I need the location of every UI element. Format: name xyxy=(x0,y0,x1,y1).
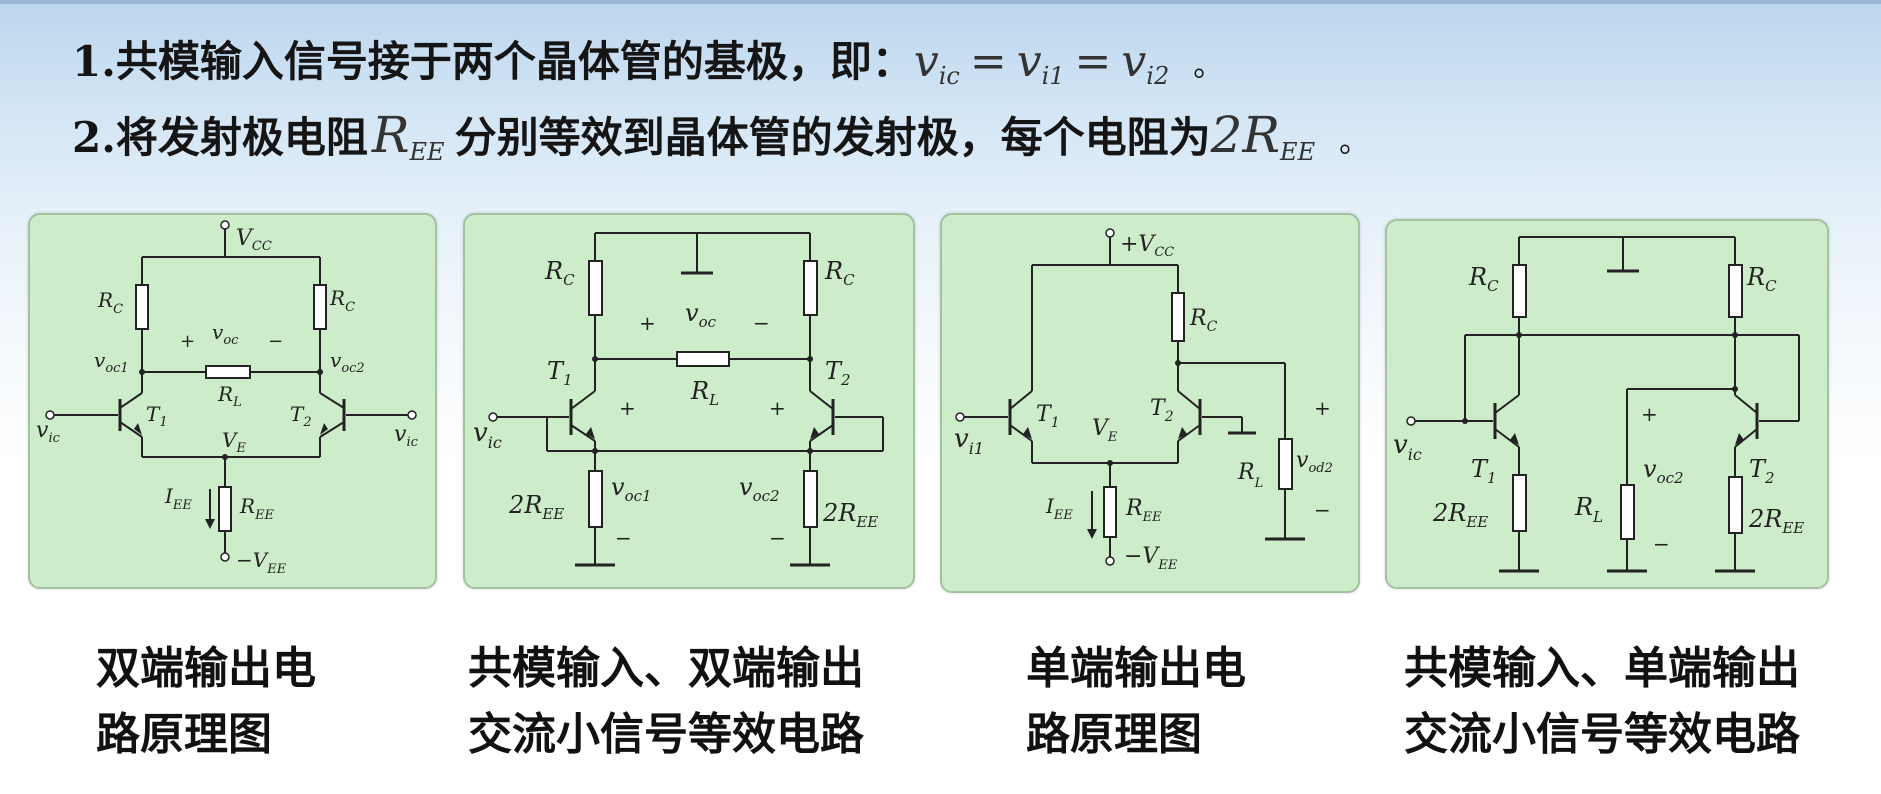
label-2ree-right: 2REE xyxy=(822,499,878,531)
label-plus-right: + xyxy=(769,396,786,420)
label-rl: RL xyxy=(1574,493,1603,526)
caption-1-line-1: 双端输出电 xyxy=(96,643,316,694)
formula-2ree: 2REE xyxy=(1210,106,1316,166)
caption-2-line-1: 共模输入、双端输出 xyxy=(468,643,864,694)
label-vic-left: vic xyxy=(36,418,61,446)
label-ree: REE xyxy=(1125,496,1162,525)
circuit-diagram-1: VCC RC RC + voc − voc1 voc2 RL vic T1 T2… xyxy=(36,220,419,577)
label-t1: T1 xyxy=(547,357,573,389)
label-iee: IEE xyxy=(1045,494,1073,523)
caption-1-line-2: 路原理图 xyxy=(96,709,272,760)
circuit-panel-4: RC RC + vic T1 voc2 T2 2REE RL 2REE − xyxy=(1385,219,1829,589)
label-rc: RC xyxy=(1189,306,1218,335)
caption-3-line-2: 路原理图 xyxy=(1026,709,1202,760)
caption-2: 共模输入、双端输出 交流小信号等效电路 xyxy=(468,636,864,768)
caption-4-line-2: 交流小信号等效电路 xyxy=(1404,709,1800,760)
caption-4: 共模输入、单端输出 交流小信号等效电路 xyxy=(1404,636,1800,768)
line1-text: 1.共模输入信号接于两个晶体管的基极，即： xyxy=(72,37,914,86)
caption-3: 单端输出电 路原理图 xyxy=(1026,636,1246,768)
label-ve: VE xyxy=(1092,416,1118,445)
label-vic: vic xyxy=(1393,430,1422,464)
label-rc-left: RC xyxy=(97,288,123,317)
label-minus-right: − xyxy=(769,526,786,550)
label-2ree-left: 2REE xyxy=(1432,499,1488,531)
circuit-panel-1: VCC RC RC + voc − voc1 voc2 RL vic T1 T2… xyxy=(28,213,437,589)
label-voc1: voc1 xyxy=(611,473,652,505)
line2-text-b: 分别等效到晶体管的发射极，每个电阻为 xyxy=(454,113,1211,162)
label-rl: RL xyxy=(217,382,242,410)
label-voc2: voc2 xyxy=(739,473,780,505)
label-minus-top: − xyxy=(753,311,770,335)
label-plus-left: + xyxy=(619,396,636,420)
circuit-diagram-3: +VCC RC vi1 T1 VE T2 + vod2 RL IEE REE −… xyxy=(954,228,1333,573)
caption-3-line-1: 单端输出电 xyxy=(1026,643,1246,694)
label-rl: RL xyxy=(690,377,719,409)
label-rl: RL xyxy=(1237,460,1263,491)
label-minus-left: − xyxy=(615,526,632,550)
label-vod2: vod2 xyxy=(1296,448,1333,476)
label-minus: − xyxy=(1653,532,1670,556)
top-border-line xyxy=(0,0,1881,4)
line1-period: 。 xyxy=(1193,49,1224,84)
label-t1: T1 xyxy=(1471,455,1497,487)
label-ree: REE xyxy=(239,494,275,523)
circuit-diagram-4: RC RC + vic T1 voc2 T2 2REE RL 2REE − xyxy=(1393,236,1804,573)
circuit-panel-2: RC RC + voc − T1 T2 RL + + vic voc1 voc2… xyxy=(463,213,915,589)
circuit-diagram-2: RC RC + voc − T1 T2 RL + + vic voc1 voc2… xyxy=(473,232,884,567)
label-voc1: voc1 xyxy=(94,348,129,376)
label-plus: + xyxy=(1641,402,1658,426)
label-t2: T2 xyxy=(1150,396,1174,425)
formula-ree: REE xyxy=(371,106,445,166)
label-voc2: voc2 xyxy=(1643,455,1684,487)
label-rc-right: RC xyxy=(329,286,355,315)
label-vee: −VEE xyxy=(236,548,287,577)
label-t2: T2 xyxy=(825,357,851,389)
label-vic-right: vic xyxy=(394,422,419,450)
label-t2: T2 xyxy=(290,402,312,430)
label-rc-left: RC xyxy=(544,257,575,289)
formula-vic: vic=vi1=vi2 xyxy=(913,36,1170,90)
label-rc-right: RC xyxy=(824,257,855,289)
label-2ree-left: 2REE xyxy=(508,491,564,523)
label-vcc: +VCC xyxy=(1120,232,1174,260)
caption-4-line-1: 共模输入、单端输出 xyxy=(1404,643,1800,694)
label-voc: voc xyxy=(685,299,717,331)
label-rc-right: RC xyxy=(1746,263,1777,295)
label-plus: + xyxy=(1314,396,1331,420)
label-t2: T2 xyxy=(1749,455,1775,487)
label-voc2: voc2 xyxy=(330,348,365,376)
header-line-1: 1.共模输入信号接于两个晶体管的基极，即：vic=vi1=vi2 。 xyxy=(72,28,1223,90)
caption-1: 双端输出电 路原理图 xyxy=(96,636,316,768)
label-vee: −VEE xyxy=(1124,544,1178,573)
label-2ree-right: 2REE xyxy=(1748,505,1804,537)
caption-2-line-2: 交流小信号等效电路 xyxy=(468,709,864,760)
label-minus: − xyxy=(268,331,283,352)
line2-text-a: 2.将发射极电阻 xyxy=(72,113,368,162)
label-vcc: VCC xyxy=(236,226,272,254)
label-minus: − xyxy=(1314,498,1331,522)
label-plus: + xyxy=(180,331,195,352)
label-t1: T1 xyxy=(1036,402,1060,431)
label-plus-top: + xyxy=(639,311,656,335)
label-t1: T1 xyxy=(146,402,168,430)
label-rc-left: RC xyxy=(1468,263,1499,295)
label-ve: VE xyxy=(222,428,246,456)
label-vic: vic xyxy=(473,418,502,452)
label-iee: IEE xyxy=(164,484,192,513)
line2-period: 。 xyxy=(1339,125,1370,160)
label-vi1: vi1 xyxy=(954,424,984,458)
circuit-panel-3: +VCC RC vi1 T1 VE T2 + vod2 RL IEE REE −… xyxy=(940,213,1360,593)
label-voc: voc xyxy=(212,320,239,348)
